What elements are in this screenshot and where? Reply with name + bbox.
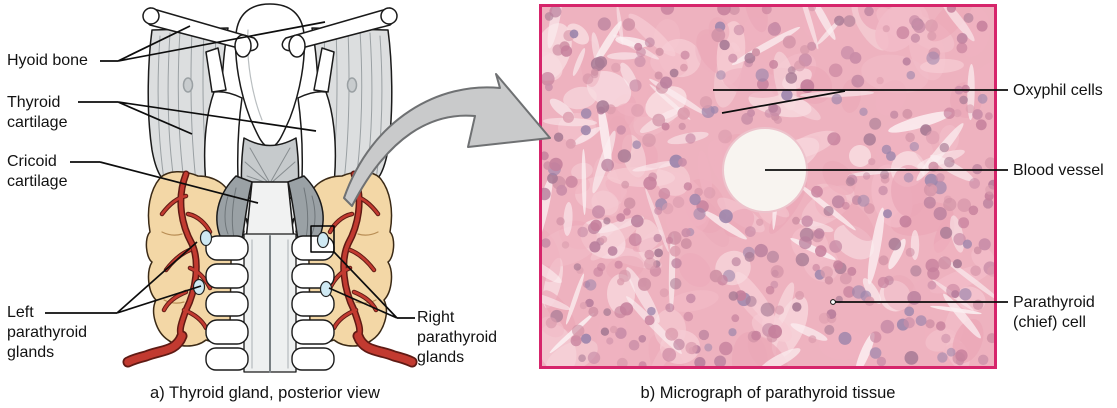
caption-b: b) Micrograph of parathyroid tissue: [640, 384, 896, 402]
blood-vessel-label: Blood vessel: [1013, 162, 1104, 179]
thyroid-illustration: [122, 3, 418, 373]
esophagus: [216, 175, 324, 241]
blood-vessel-circle: [722, 127, 808, 213]
micrograph-tissue: [542, 7, 994, 366]
magnify-arrow: [343, 73, 551, 207]
thyroid-cartilage-label: Thyroid cartilage: [7, 94, 68, 131]
caption-a: a) Thyroid gland, posterior view: [150, 384, 380, 402]
arteries: [122, 170, 418, 368]
right-parathyroid-glands-label: Right parathyroid glands: [417, 309, 498, 366]
parathyroid-glands: [192, 229, 333, 298]
thyroid-gland-lobes: [145, 171, 395, 347]
epiglottis-shape: [234, 3, 306, 149]
arytenoid-muscles: [240, 137, 300, 227]
trachea: [205, 233, 335, 373]
parathyroid-chief-cell-label: Parathyroid (chief) cell: [1013, 294, 1095, 331]
left-parathyroid-glands-label: Left parathyroid glands: [7, 304, 88, 361]
cricoid-cartilage-shape: [237, 193, 303, 229]
hyoid-bone-label: Hyoid bone: [7, 52, 88, 69]
thyroid-cartilage-shape: [203, 47, 337, 239]
oxyphil-cells-label: Oxyphil cells: [1013, 82, 1103, 99]
parathyroid-highlight-box: [310, 225, 335, 253]
muscle-bands: [147, 27, 393, 187]
micrograph-panel: [539, 4, 997, 369]
hyoid-bone-shape: [142, 7, 398, 58]
cricoid-cartilage-label: Cricoid cartilage: [7, 153, 68, 190]
